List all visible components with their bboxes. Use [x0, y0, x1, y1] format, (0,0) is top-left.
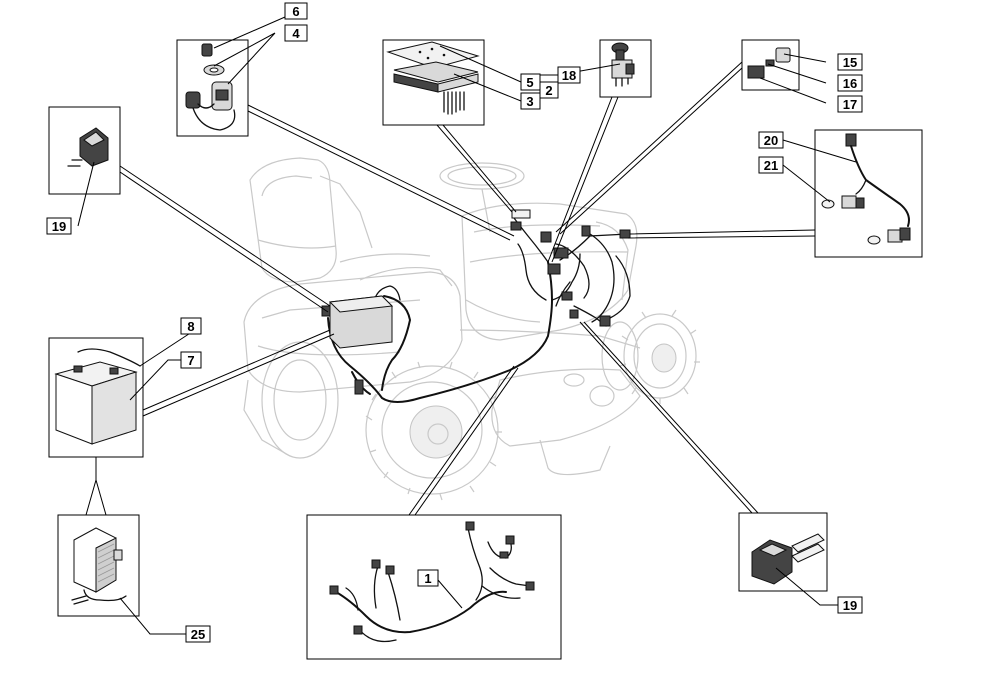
callout-switch-left: [48, 106, 121, 195]
label-15: 15: [837, 53, 863, 71]
label-8: 8: [180, 317, 202, 335]
callout-headlight-harness: [814, 129, 923, 258]
label-2: 2: [539, 81, 559, 99]
svg-text:19: 19: [52, 219, 66, 234]
svg-text:4: 4: [292, 26, 300, 41]
svg-text:21: 21: [764, 158, 778, 173]
label-18: 18: [557, 66, 581, 84]
svg-text:2: 2: [545, 83, 552, 98]
callout-dashboard-panel: [382, 39, 485, 126]
callout-ignition-switch: [176, 39, 249, 137]
label-3: 3: [520, 92, 541, 110]
tractor-outline: [243, 157, 700, 501]
callout-brake-switch: [599, 39, 652, 98]
main-wiring-harness: [321, 209, 631, 403]
svg-text:7: 7: [187, 353, 194, 368]
label-7: 7: [180, 351, 202, 369]
label-19-right: 19: [837, 596, 863, 614]
leader-lines: [77, 16, 857, 635]
svg-text:5: 5: [526, 75, 533, 90]
svg-text:15: 15: [843, 55, 857, 70]
label-19-left: 19: [46, 217, 72, 235]
svg-text:19: 19: [843, 598, 857, 613]
svg-text:20: 20: [764, 133, 778, 148]
callout-battery: [48, 337, 144, 458]
label-4: 4: [284, 24, 308, 42]
label-20: 20: [758, 131, 784, 149]
callout-switch-right: [738, 512, 828, 592]
label-16: 16: [837, 74, 863, 92]
label-1: 1: [417, 569, 439, 587]
label-17: 17: [837, 95, 863, 113]
label-25: 25: [185, 625, 211, 643]
label-5: 5: [520, 73, 541, 91]
svg-text:6: 6: [292, 4, 299, 19]
svg-text:1: 1: [424, 571, 431, 586]
callout-fuse-holder: [741, 39, 800, 91]
svg-text:8: 8: [187, 319, 194, 334]
part-number-labels: 6 4 5 2 3 18 15 16: [46, 2, 863, 643]
svg-text:25: 25: [191, 627, 205, 642]
battery-on-tractor: [328, 285, 401, 349]
svg-text:16: 16: [843, 76, 857, 91]
label-6: 6: [284, 2, 308, 20]
svg-text:3: 3: [526, 94, 533, 109]
svg-text:18: 18: [562, 68, 576, 83]
callout-main-harness: [306, 514, 562, 660]
label-21: 21: [758, 156, 784, 174]
svg-text:17: 17: [843, 97, 857, 112]
callout-battery-charger: [57, 514, 140, 617]
